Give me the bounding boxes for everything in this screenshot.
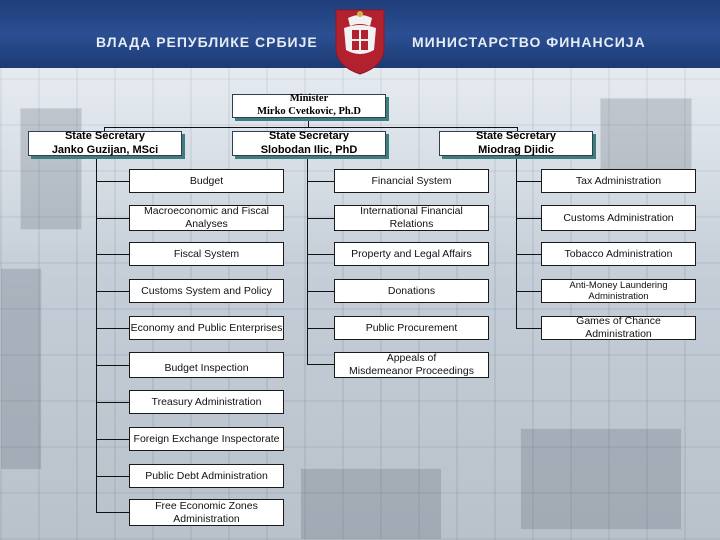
unit-label: Anti-Money Laundering Administration [569,279,668,302]
secretary-role: State Secretary [64,130,146,143]
unit-label: Donations [387,284,436,297]
org-unit-free-economic-zones: Free Economic Zones Administration [129,499,284,526]
org-unit-public-debt-administration: Public Debt Administration [129,464,284,488]
org-unit-macroeconomic-analyses: Macroeconomic and Fiscal Analyses [129,205,284,231]
unit-label: Games of Chance Administration [576,315,661,340]
org-unit-games-of-chance: Games of Chance Administration [541,315,696,340]
unit-label: Budget Inspection [164,362,249,375]
org-unit-foreign-exchange-inspectorate: Foreign Exchange Inspectorate [129,427,284,451]
tick [96,181,129,182]
connector-minister-down [308,118,309,128]
unit-label: Economy and Public Enterprises [130,321,283,334]
unit-label: Customs Administration [563,211,674,224]
minister-box: Minister Mirko Cvetkovic, Ph.D [232,93,386,118]
org-unit-budget-inspection: Budget Inspection [129,352,284,378]
unit-label: Macroeconomic and Fiscal Analyses [144,205,269,230]
tick [307,218,334,219]
tick [96,476,129,477]
tick [96,291,129,292]
unit-label: Fiscal System [173,247,240,260]
ministry-title: МИНИСТАРСТВО ФИНАНСИЈА [412,34,646,50]
tick [96,365,129,366]
tick [96,328,129,329]
tick [96,254,129,255]
government-title: ВЛАДА РЕПУБЛИКЕ СРБИЈЕ [96,34,318,50]
org-unit-public-procurement: Public Procurement [334,316,489,340]
tick [516,254,541,255]
connector-middle-vertical [307,157,308,364]
connector-secretaries-bar [104,127,518,128]
tick [516,328,541,329]
tick [307,181,334,182]
secretary-role: State Secretary [475,130,557,143]
org-unit-property-legal-affairs: Property and Legal Affairs [334,242,489,266]
unit-label: Property and Legal Affairs [351,247,472,260]
unit-label: International Financial Relations [360,205,463,230]
org-unit-international-financial-relations: International Financial Relations [334,205,489,231]
connector-sec1-up [104,127,105,132]
org-unit-budget: Budget [129,169,284,193]
secretary-name: Slobodan Ilic, PhD [260,143,358,156]
org-unit-financial-system: Financial System [334,169,489,193]
org-unit-treasury-administration: Treasury Administration [129,390,284,414]
tick [96,512,129,513]
serbia-coat-of-arms-icon [335,9,385,75]
unit-label: Appeals of Misdemeanor Proceedings [349,352,474,377]
org-unit-tax-administration: Tax Administration [541,169,696,193]
state-secretary-box-3: State Secretary Miodrag Djidic [439,130,593,156]
org-unit-customs-system-policy: Customs System and Policy [129,279,284,303]
org-unit-economy-public-enterprises: Economy and Public Enterprises [129,316,284,340]
tick [307,328,334,329]
unit-label: Budget [189,174,224,187]
org-unit-fiscal-system: Fiscal System [129,242,284,266]
minister-role: Minister [289,93,329,105]
secretary-role: State Secretary [268,130,350,143]
unit-label: Tax Administration [575,174,662,187]
minister-name: Mirko Cvetkovic, Ph.D [257,106,361,117]
unit-label: Customs System and Policy [141,284,272,297]
tick [96,402,129,403]
connector-sec3-up [517,127,518,132]
org-unit-tobacco-administration: Tobacco Administration [541,242,696,266]
tick [516,218,541,219]
tick [307,291,334,292]
unit-label: Public Procurement [365,321,458,334]
tick [307,364,334,365]
unit-label: Public Debt Administration [145,469,268,482]
org-unit-customs-administration: Customs Administration [541,205,696,231]
secretary-name: Janko Guzijan, MSci [51,143,159,156]
unit-label: Treasury Administration [151,395,262,408]
unit-label: Foreign Exchange Inspectorate [133,432,280,445]
tick [96,218,129,219]
unit-label: Tobacco Administration [564,247,673,260]
tick [516,291,541,292]
tick [516,181,541,182]
org-unit-appeals-misdemeanor: Appeals of Misdemeanor Proceedings [334,352,489,378]
connector-right-vertical [516,157,517,329]
tick [96,439,129,440]
state-secretary-box-1: State Secretary Janko Guzijan, MSci [28,130,182,156]
unit-label: Free Economic Zones Administration [155,499,258,525]
connector-left-vertical [96,157,97,513]
state-secretary-box-2: State Secretary Slobodan Ilic, PhD [232,130,386,156]
tick [307,254,334,255]
unit-label: Financial System [371,174,452,187]
secretary-name: Miodrag Djidic [478,143,554,156]
org-unit-donations: Donations [334,279,489,303]
org-unit-anti-money-laundering: Anti-Money Laundering Administration [541,279,696,303]
